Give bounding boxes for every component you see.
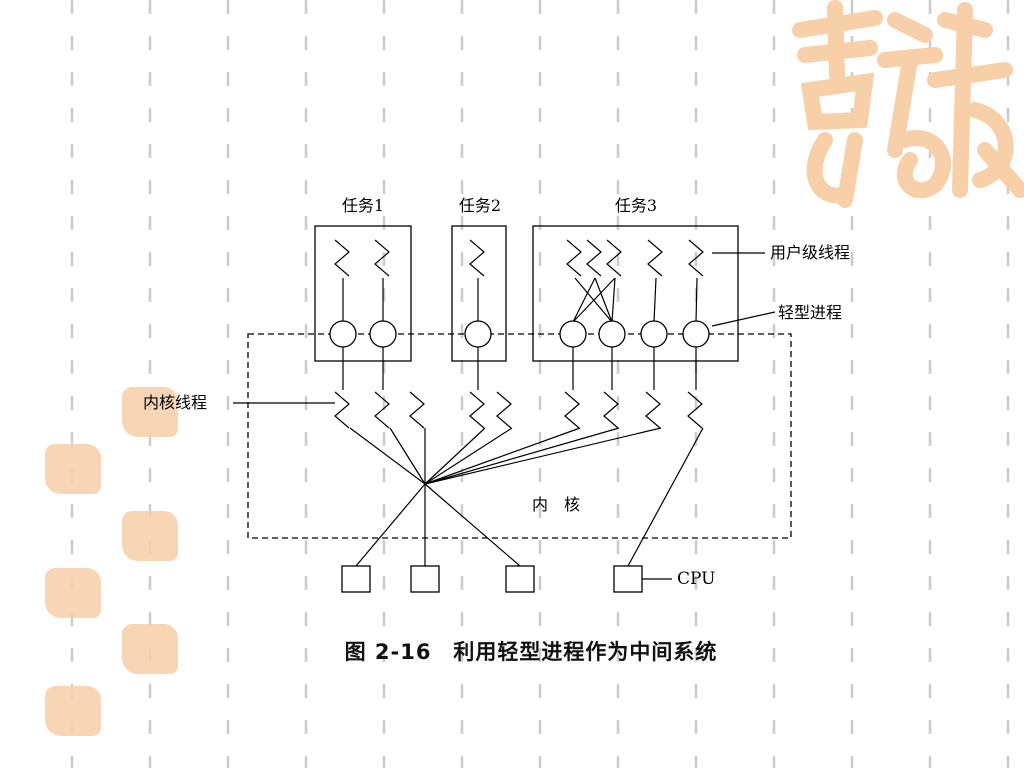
user-thread [688, 239, 704, 277]
kernel-thread-to-scheduler-line [424, 427, 513, 485]
kernel-thread-to-scheduler-line [424, 427, 581, 485]
scheduler-to-cpu-line [355, 483, 426, 567]
lwp-circle [682, 320, 710, 348]
user-thread [469, 239, 485, 277]
thread-to-lwp-line [572, 277, 596, 323]
task-1-label: 任务1 [342, 196, 384, 215]
kernel-thread [334, 391, 350, 429]
thread-to-lwp-line [572, 277, 616, 323]
thread-to-lwp-line [594, 277, 613, 323]
kernel-thread [374, 391, 390, 429]
decorative-seal [122, 511, 178, 561]
kernel-thread [409, 391, 425, 429]
decorative-seal [122, 387, 178, 437]
kernel-thread-to-scheduler-line [424, 427, 620, 485]
kernel-thread-to-scheduler-line [349, 427, 426, 485]
decorative-seal [45, 686, 101, 736]
task-3-label: 任务3 [615, 196, 657, 215]
thread-to-lwp-line [695, 277, 698, 323]
lwp-circle [559, 320, 587, 348]
kernel-thread [603, 391, 619, 429]
thread-to-lwp-line [611, 277, 616, 323]
decorative-seal [45, 568, 101, 618]
kernel-thread [687, 391, 703, 429]
kernel-thread-label: 内核线程 [143, 393, 207, 412]
cpu-box [505, 565, 535, 593]
cpu-box [410, 565, 440, 593]
lwp-circle [464, 320, 492, 348]
kernel-thread-to-cpu-line [627, 427, 704, 567]
decorative-seal [45, 444, 101, 494]
kernel-thread [469, 391, 485, 429]
cpu-label: CPU [677, 569, 715, 589]
user-thread [647, 239, 663, 277]
task-2-box [451, 225, 507, 362]
lwp-label: 轻型进程 [778, 303, 842, 322]
user-thread-label: 用户级线程 [770, 243, 850, 262]
task-1-box [314, 225, 412, 362]
task-2-label: 任务2 [459, 196, 501, 215]
kernel-thread-to-scheduler-line [389, 427, 426, 485]
kernel-thread-to-scheduler-line [424, 427, 662, 485]
cpu-box [341, 565, 371, 593]
user-thread [374, 239, 390, 277]
task-3-box [532, 225, 739, 362]
user-thread [566, 239, 582, 277]
lwp-circle [640, 320, 668, 348]
user-thread [606, 239, 622, 277]
lwp-pointer [711, 311, 776, 327]
decorative-seal [122, 624, 178, 674]
kernel-thread [564, 391, 580, 429]
kernel-thread-to-scheduler-line [424, 427, 486, 485]
lwp-circle [598, 320, 626, 348]
kernel-box [247, 333, 792, 539]
kernel-label: 内 核 [532, 495, 580, 514]
scheduler-to-cpu-line [424, 483, 521, 567]
kernel-thread [645, 391, 661, 429]
figure-caption: 图 2-16 利用轻型进程作为中间系统 [344, 640, 718, 664]
user-thread [586, 239, 602, 277]
kernel-thread [496, 391, 512, 429]
user-thread [334, 239, 350, 277]
lwp-circle [369, 320, 397, 348]
thread-to-lwp-line [653, 277, 657, 323]
decorative-seal-logo [792, 0, 1024, 208]
lwp-circle [329, 320, 357, 348]
cpu-box [613, 565, 643, 593]
